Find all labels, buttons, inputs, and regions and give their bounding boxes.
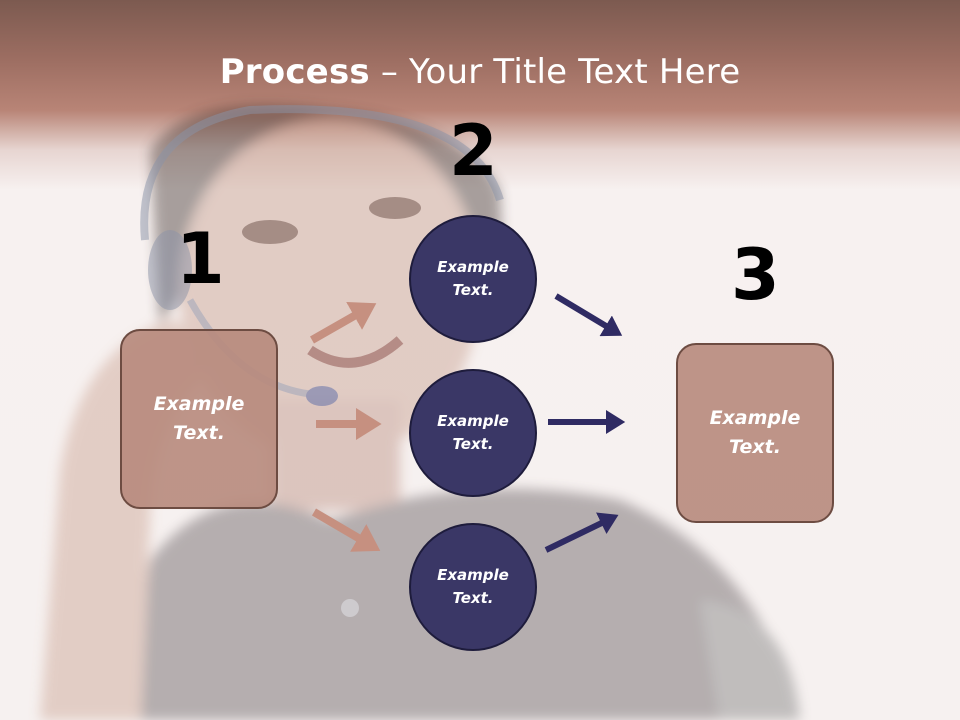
step-1-text: Example Text. [153, 393, 245, 444]
arrow-1-to-2c [311, 508, 381, 552]
step-2-circle-3: Example Text. [409, 523, 537, 651]
step-2-circle-1: Example Text. [409, 215, 537, 343]
step-number-3: 3 [731, 234, 780, 316]
arrow-2c-to-3 [544, 512, 619, 553]
step-2-circle-2: Example Text. [409, 369, 537, 497]
step-3-box: Example Text. [676, 343, 834, 523]
arrow-1-to-2a [310, 302, 377, 344]
arrow-2a-to-3 [554, 293, 623, 337]
step-2-circle-2-text: Example Text. [437, 412, 509, 453]
slide-title: Process – Your Title Text Here [0, 52, 960, 92]
step-number-1: 1 [176, 218, 225, 300]
step-2-circle-1-text: Example Text. [437, 258, 509, 299]
step-3-text: Example Text. [709, 407, 801, 458]
step-number-2: 2 [449, 110, 498, 192]
step-1-box: Example Text. [120, 329, 278, 509]
title-rest: – Your Title Text Here [369, 52, 741, 92]
step-2-circle-3-text: Example Text. [437, 566, 509, 607]
title-bold: Process [219, 52, 370, 92]
